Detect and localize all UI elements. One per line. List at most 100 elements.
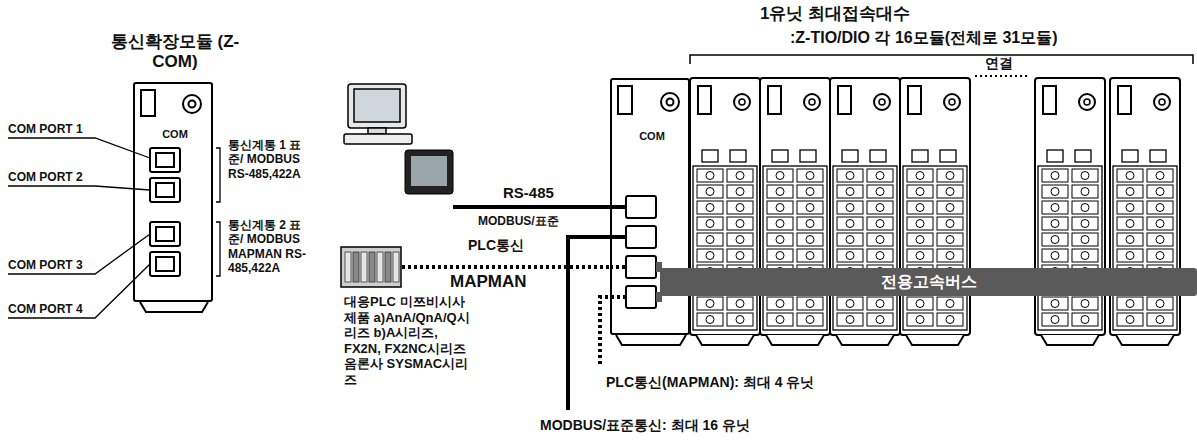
terminal-block	[1113, 166, 1177, 330]
terminal-screw	[806, 188, 814, 196]
terminal	[797, 217, 823, 230]
module-slot	[768, 86, 781, 114]
terminal	[937, 185, 963, 198]
terminal	[797, 169, 823, 182]
module-body	[760, 78, 830, 335]
plc-unit: 대응PLC 미쯔비시사제품 a)AnA/QnA/Q시리즈 b)A시리즈, FX2…	[340, 246, 402, 288]
terminal	[1042, 313, 1068, 326]
module-slot	[908, 86, 921, 114]
module-foot	[836, 335, 894, 345]
terminal	[1117, 233, 1143, 246]
terminal-screw	[876, 220, 884, 228]
led-box	[1047, 150, 1063, 162]
terminal	[1072, 249, 1098, 262]
port-label: COM PORT 4	[8, 302, 83, 316]
terminal-screw	[776, 236, 784, 244]
led-box	[800, 150, 816, 162]
terminal	[937, 297, 963, 310]
terminal-screw	[1126, 316, 1134, 324]
terminal-block	[693, 166, 757, 330]
led-box	[702, 150, 718, 162]
module-foot	[140, 302, 208, 312]
terminal	[1072, 185, 1098, 198]
plc-card	[377, 252, 383, 282]
terminal	[697, 169, 723, 182]
terminal	[1117, 201, 1143, 214]
module-foot	[1116, 335, 1174, 345]
terminal-screw	[1156, 220, 1164, 228]
terminal	[797, 313, 823, 326]
terminal-screw	[846, 172, 854, 180]
terminal-screw	[776, 204, 784, 212]
terminal-screw	[946, 316, 954, 324]
port-jack	[156, 227, 174, 241]
terminal-screw	[1156, 252, 1164, 260]
terminal	[837, 249, 863, 262]
terminal-screw	[1126, 252, 1134, 260]
terminal-screw	[1156, 300, 1164, 308]
terminal	[797, 201, 823, 214]
terminal	[1117, 185, 1143, 198]
terminal-screw	[876, 300, 884, 308]
terminal	[1147, 201, 1173, 214]
module-slot	[1118, 86, 1131, 114]
leader-line	[8, 186, 150, 190]
limit-note: MODBUS/표준통신: 최대 16 유닛	[540, 417, 750, 434]
port-jack	[156, 183, 174, 197]
terminal	[1117, 217, 1143, 230]
module-body	[900, 78, 970, 335]
terminal-screw	[1156, 204, 1164, 212]
terminal-screw	[876, 236, 884, 244]
terminal	[1042, 169, 1068, 182]
terminal	[1072, 233, 1098, 246]
terminal-screw	[736, 172, 744, 180]
terminal	[1147, 169, 1173, 182]
terminal	[837, 201, 863, 214]
terminal-screw	[916, 188, 924, 196]
module-heading: 통신확장모듈 (Z-COM)	[110, 32, 240, 73]
module-body	[690, 78, 760, 335]
com-port	[150, 178, 180, 202]
com-details	[616, 86, 686, 345]
io-module	[1110, 78, 1180, 345]
rotary-switch	[1159, 99, 1165, 105]
terminal-screw	[1051, 236, 1059, 244]
terminal-screw	[916, 172, 924, 180]
terminal	[1117, 249, 1143, 262]
terminal	[727, 249, 753, 262]
leader-line	[8, 264, 150, 318]
terminal-screw	[1051, 220, 1059, 228]
terminal	[727, 217, 753, 230]
terminal-screw	[736, 188, 744, 196]
pc-icon	[344, 84, 412, 144]
terminal-screw	[1081, 236, 1089, 244]
terminal-screw	[946, 252, 954, 260]
terminal-block	[763, 166, 827, 330]
terminal-screw	[946, 204, 954, 212]
terminal-screw	[846, 236, 854, 244]
terminal	[1072, 313, 1098, 326]
terminal	[1042, 185, 1068, 198]
terminal-screw	[1081, 316, 1089, 324]
rotary-switch	[661, 93, 679, 111]
module-body	[1110, 78, 1180, 335]
link-label: 연결	[985, 55, 1013, 72]
rotary-switch	[809, 99, 815, 105]
led-box	[1150, 150, 1166, 162]
protocol-label: MODBUS/표준	[478, 214, 559, 228]
terminal	[697, 201, 723, 214]
terminal-screw	[806, 204, 814, 212]
module-slot	[1043, 86, 1056, 114]
terminal-screw	[1051, 316, 1059, 324]
terminal-screw	[1051, 204, 1059, 212]
port-label: COM PORT 1	[8, 122, 83, 136]
com-port	[626, 286, 656, 308]
terminal	[937, 201, 963, 214]
terminal	[937, 217, 963, 230]
terminal	[767, 169, 793, 182]
terminal-screw	[806, 300, 814, 308]
terminal-screw	[916, 252, 924, 260]
module-foot	[696, 335, 754, 345]
terminal-screw	[776, 188, 784, 196]
